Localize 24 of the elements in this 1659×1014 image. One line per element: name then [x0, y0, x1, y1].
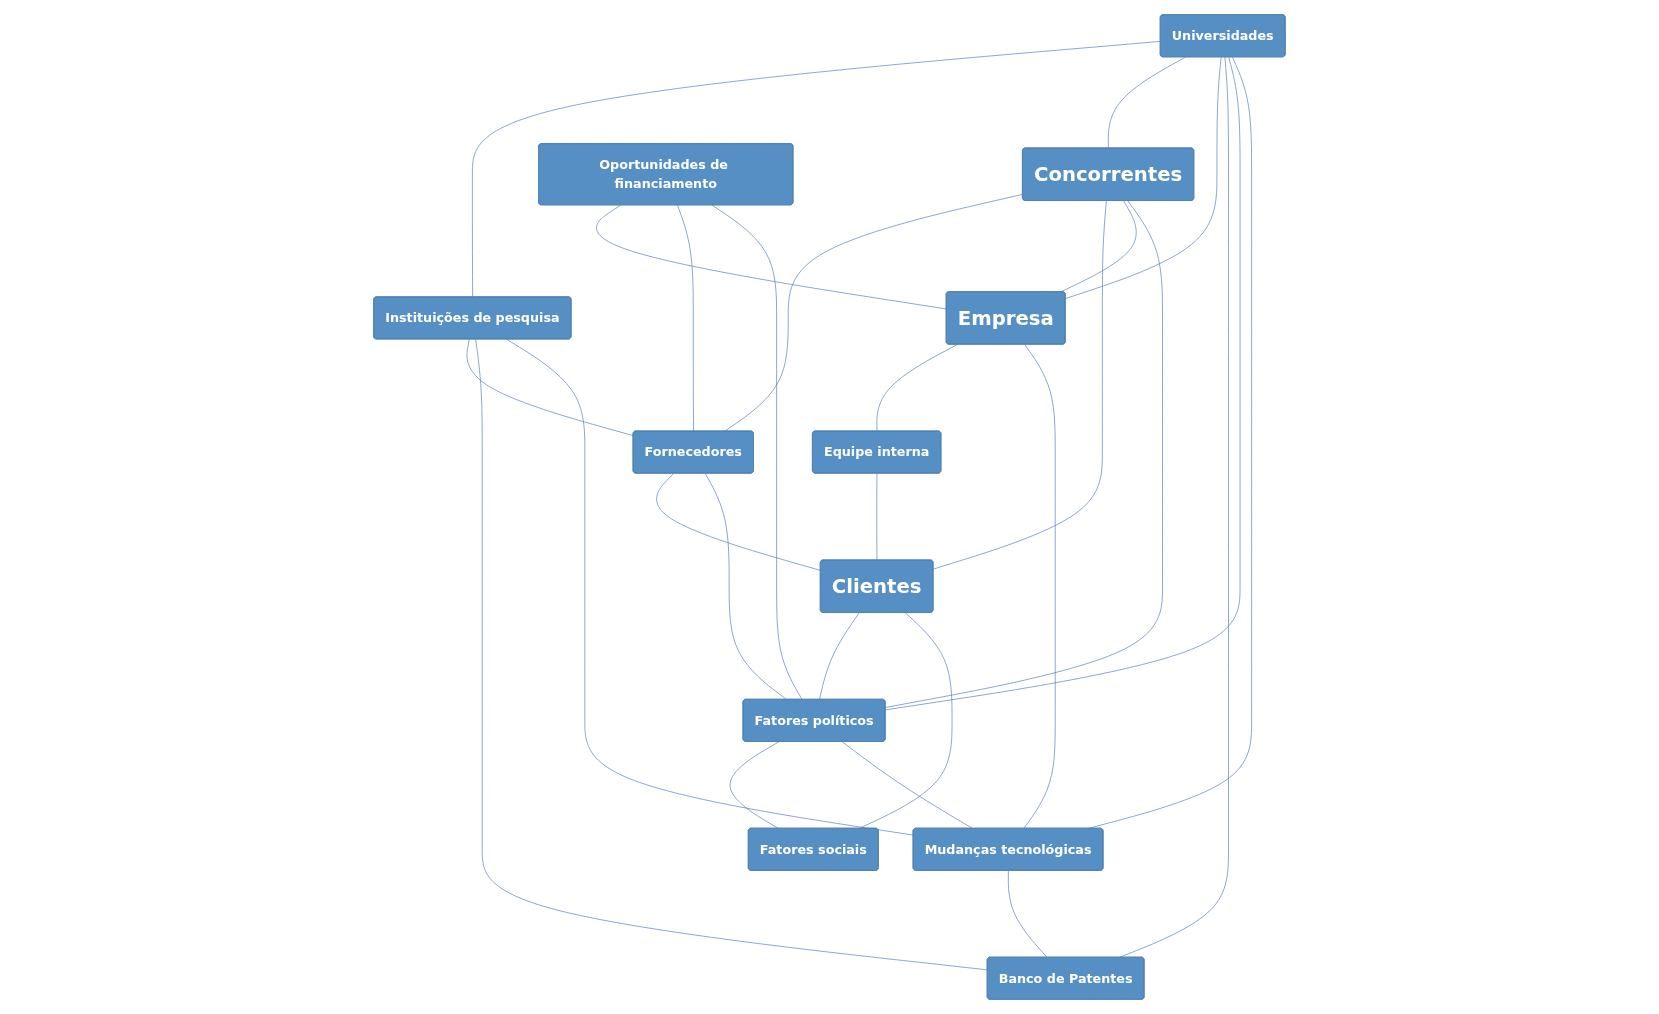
- connector: [475, 338, 988, 971]
- connector: [711, 204, 803, 700]
- connector: [705, 473, 787, 700]
- connector: [1065, 56, 1222, 299]
- connector: [506, 338, 914, 836]
- connector: [724, 194, 1024, 432]
- connector: [1108, 56, 1186, 149]
- connector: [596, 204, 947, 310]
- connector: [466, 338, 634, 436]
- connector: [933, 200, 1107, 570]
- connector: [1023, 344, 1056, 829]
- connector: [677, 204, 694, 432]
- connector: [858, 612, 953, 829]
- connector: [1008, 870, 1048, 958]
- connector: [819, 612, 860, 700]
- connector: [729, 741, 780, 829]
- connector: [656, 473, 821, 571]
- connector: [885, 56, 1241, 711]
- connector: [876, 473, 878, 561]
- connector: [841, 741, 974, 829]
- connector: [876, 344, 958, 432]
- connector: [1119, 56, 1229, 958]
- connector: [472, 41, 1161, 298]
- connector: [885, 200, 1163, 708]
